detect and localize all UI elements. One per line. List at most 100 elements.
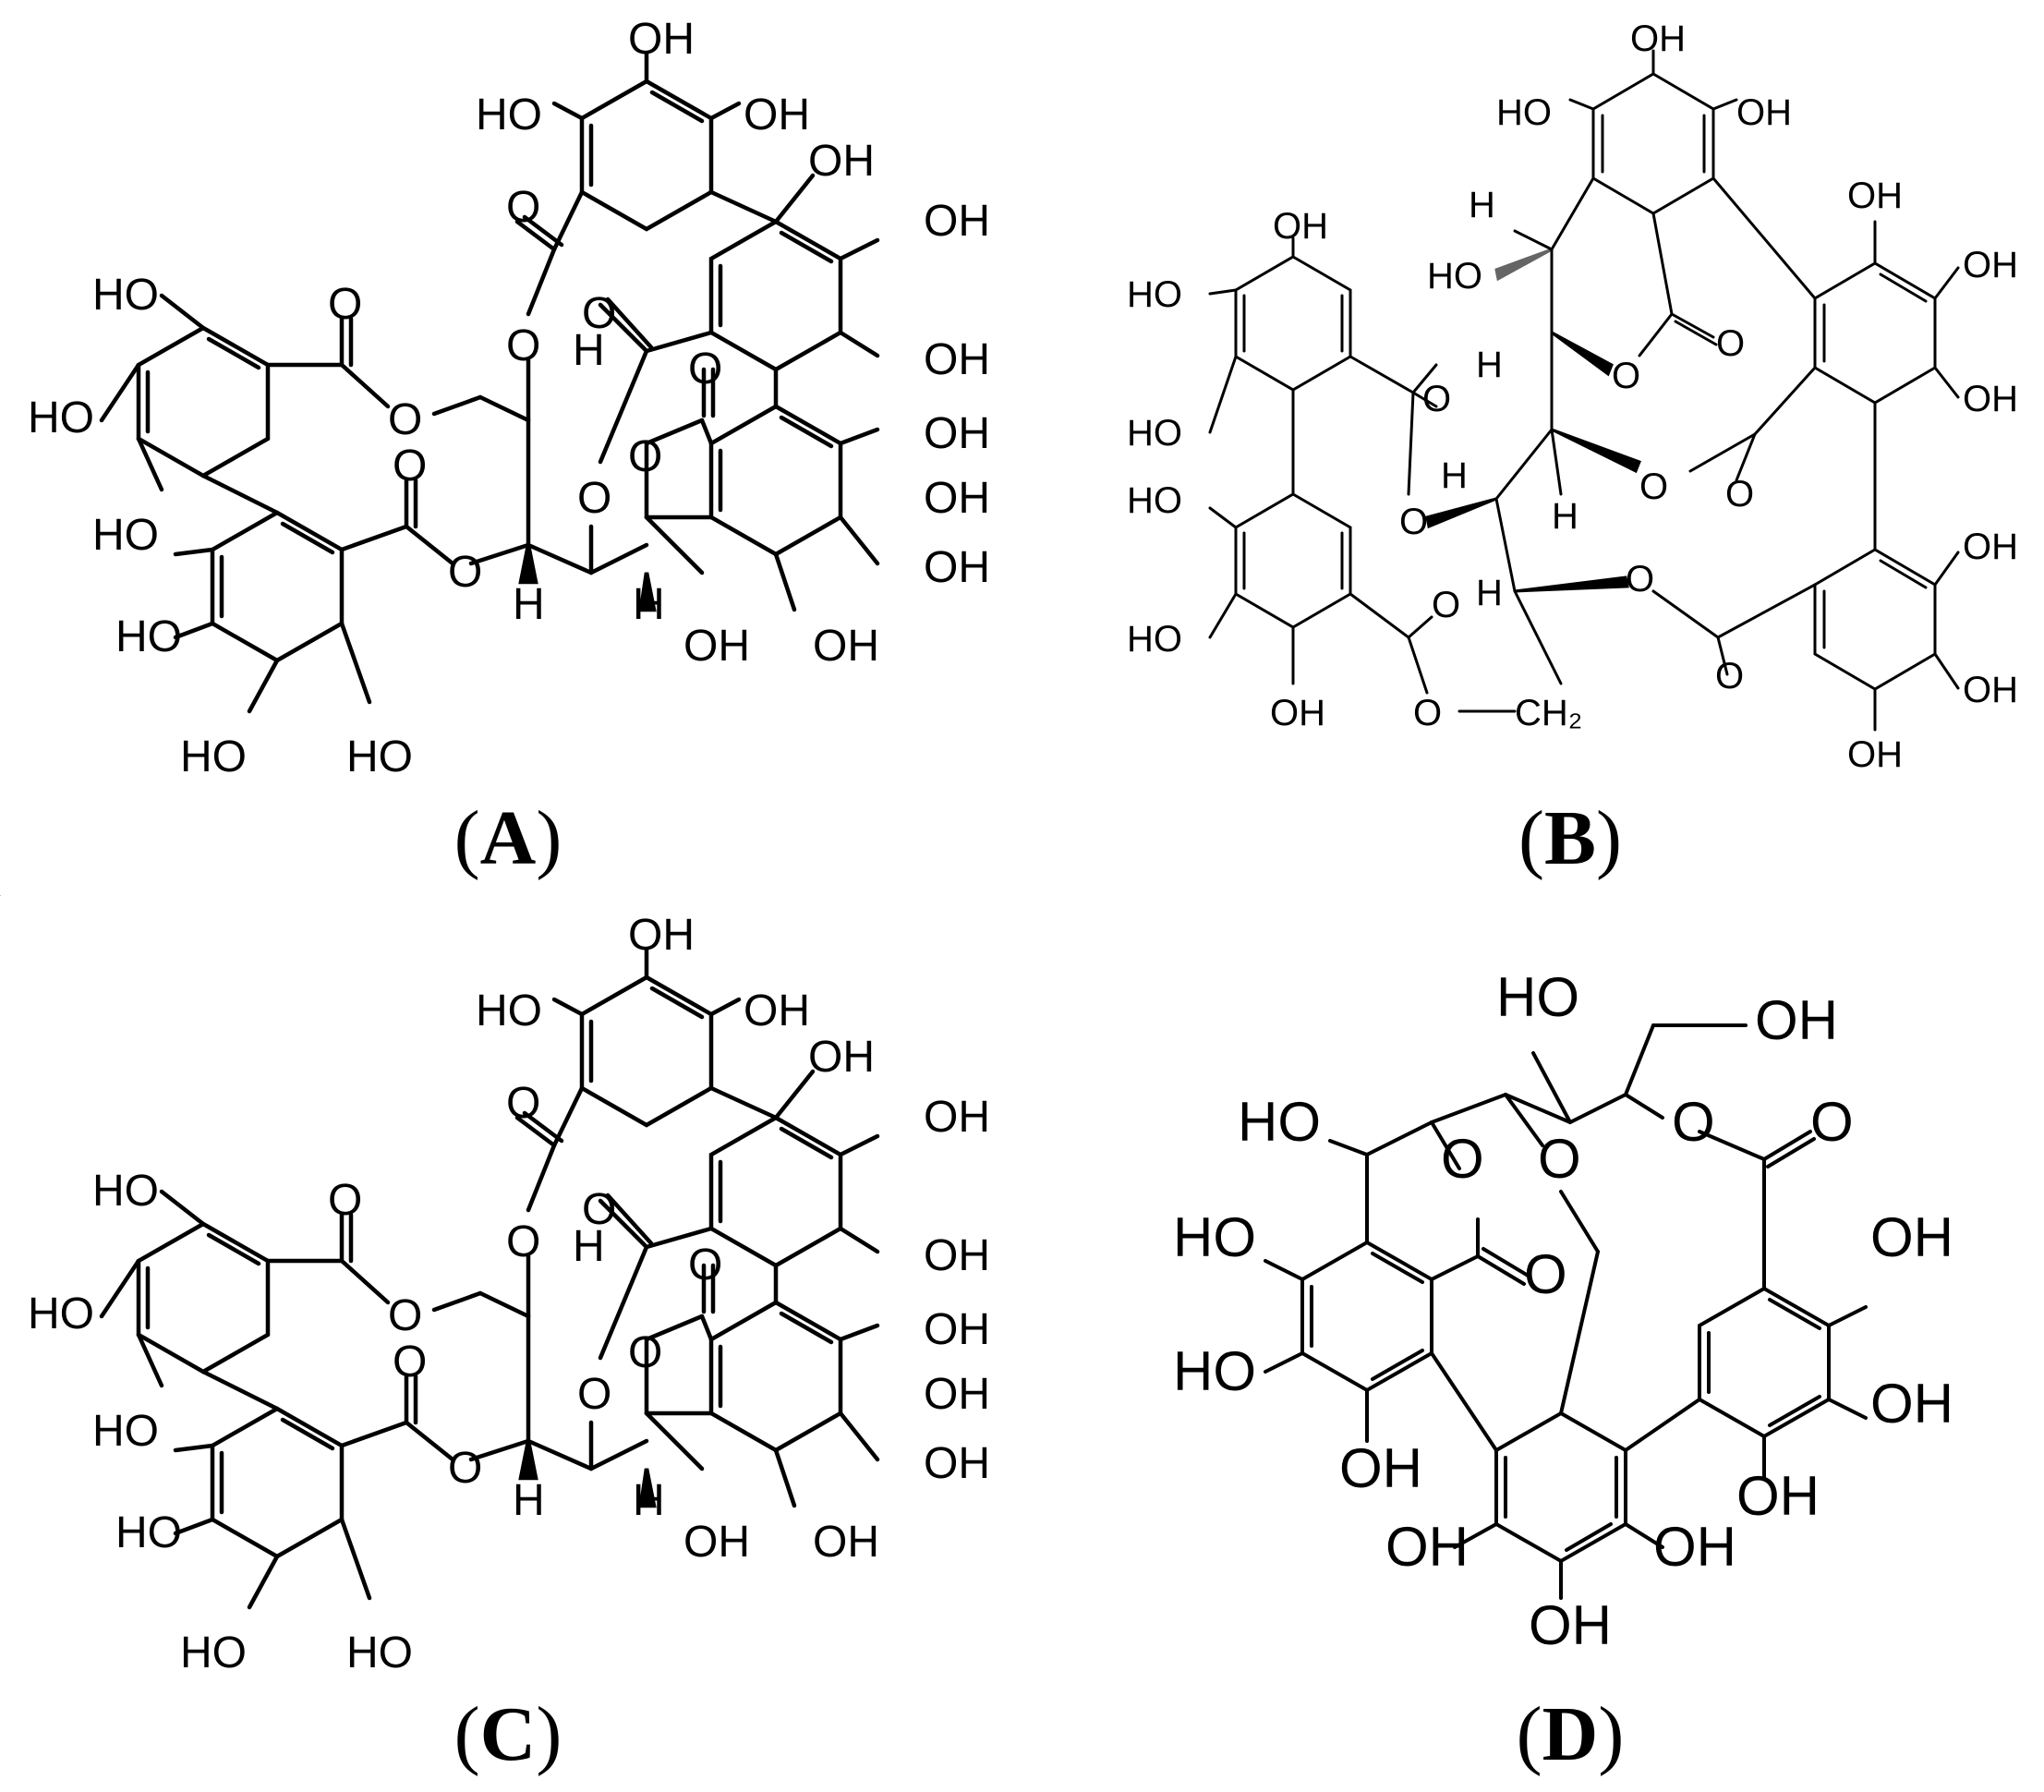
panel-b-structure: OH HO OH OH OH OH OH HO HO HO HO OH OH O… [0, 0, 2018, 775]
atom-label: O [577, 474, 611, 523]
atom-label: HO [1173, 1340, 1256, 1402]
atom-label: OH [813, 622, 879, 671]
atom-label: HO [1127, 274, 1182, 315]
atom-label: O [448, 1444, 482, 1493]
atom-label: HO [28, 1290, 94, 1338]
atom-label: O [688, 1241, 722, 1290]
atom-label: O [506, 321, 540, 370]
atom-label: O [1422, 379, 1451, 419]
atom-label: O [506, 1079, 540, 1128]
atom-label: HO [92, 271, 159, 320]
atom-label: O [582, 289, 616, 338]
atom-label: HO [1127, 480, 1182, 521]
atom-label: OH [0, 0, 2, 1]
atom-label: O [1538, 1128, 1581, 1190]
atom-label: OH [1273, 206, 1328, 247]
atom-label: O [393, 442, 427, 490]
caption-a: (A) [454, 795, 562, 881]
atom-label: OH [1653, 1516, 1736, 1578]
atom-label: HO [1496, 966, 1579, 1028]
atom-label: OH [1963, 245, 2018, 285]
atom-label: H [1476, 345, 1503, 385]
atom-label: OH [1630, 18, 1686, 59]
atom-label: O [388, 1291, 422, 1340]
atom-label: H [633, 1476, 665, 1525]
atom-label: O [1612, 356, 1640, 396]
caption-b: (B) [1518, 795, 1622, 881]
atom-label: O [628, 1328, 662, 1377]
atom-label: OH [924, 409, 990, 458]
atom-label: O [0, 0, 1, 1]
atom-label: OH [924, 197, 990, 246]
atom-label: OH [744, 91, 810, 139]
atom-label: HO [1427, 256, 1482, 297]
atom-label: HO [92, 1167, 159, 1216]
atom-label: O [0, 895, 1, 897]
atom-label: HO [92, 1407, 159, 1456]
atom-label: O [328, 280, 362, 329]
atom-label: O [1399, 502, 1428, 542]
atom-label: OH [683, 1518, 750, 1567]
atom-label: HO [180, 1629, 247, 1677]
atom-label: O [1672, 1091, 1715, 1153]
atom-label: O [1441, 1128, 1484, 1190]
atom-label: OH [924, 1439, 990, 1488]
atom-label: O [0, 0, 1, 1]
atom-label: O [1639, 466, 1668, 507]
atom-label: OH [1736, 1465, 1820, 1527]
atom-label: OH [1755, 989, 1838, 1051]
atom-label: O [1716, 323, 1745, 364]
atom-label: HO [28, 394, 94, 442]
atom-label: H [513, 580, 545, 629]
atom-label: HO [476, 91, 542, 139]
atom-label: O [582, 1185, 616, 1234]
atom-label: OH [808, 137, 875, 186]
atom-label: O [577, 1370, 611, 1419]
atom-label: H [573, 326, 605, 375]
atom-label: O [506, 1217, 540, 1266]
atom-label: O [1810, 1091, 1854, 1153]
atom-label: O [448, 548, 482, 597]
panel-a-structure: OH HO OH OH OH OH HO HO HO HO HO HO OH O… [0, 0, 990, 781]
atom-label: O [388, 395, 422, 444]
atom-label: OH [924, 1370, 990, 1419]
atom-label: O [1524, 1243, 1567, 1305]
atom-label: O [0, 0, 1, 1]
atom-label: CH₂ [1515, 693, 1582, 733]
atom-label: OH [1870, 1373, 1953, 1435]
atom-label: O [1725, 474, 1754, 515]
caption-c: (C) [454, 1691, 562, 1777]
atom-label: H [633, 580, 665, 629]
atom-label: OH [1870, 1206, 1953, 1268]
atom-label: OH [1847, 734, 1903, 775]
atom-label: H [1552, 496, 1578, 537]
atom-label: O [1432, 585, 1460, 625]
atom-label: OH [1385, 1516, 1469, 1578]
atom-label: OH [1270, 693, 1325, 733]
panel-c-structure: OH HO OH OH OH OH HO HO HO HO HO HO OH O… [0, 895, 990, 1677]
atom-label: OH [924, 543, 990, 592]
atom-label: OH [808, 1033, 875, 1082]
atom-label: OH [1529, 1594, 1612, 1656]
atom-label: HO [346, 1629, 413, 1677]
atom-label: HO [115, 1508, 182, 1557]
atom-label: O [0, 0, 1, 1]
atom-label: H [573, 1222, 605, 1271]
atom-label: OH [813, 1518, 879, 1567]
atom-label: HO [1127, 413, 1182, 454]
atom-label: O [702, 572, 703, 574]
atom-label: OH [924, 1231, 990, 1280]
atom-label: OH [924, 474, 990, 523]
atom-label: O [628, 432, 662, 481]
atom-label: OH [1963, 670, 2018, 710]
atom-label: H [1441, 455, 1468, 496]
atom-label: OH [924, 1305, 990, 1354]
atom-label: OH [1847, 176, 1903, 216]
atom-label: HO [115, 612, 182, 661]
atom-label: OH [1339, 1437, 1422, 1499]
atom-label: O [1413, 693, 1442, 733]
atom-label: OH [924, 1093, 990, 1142]
panel-d-structure: HO OH HO HO HO OH OH OH OH OH OH OH O O … [0, 0, 1953, 1656]
